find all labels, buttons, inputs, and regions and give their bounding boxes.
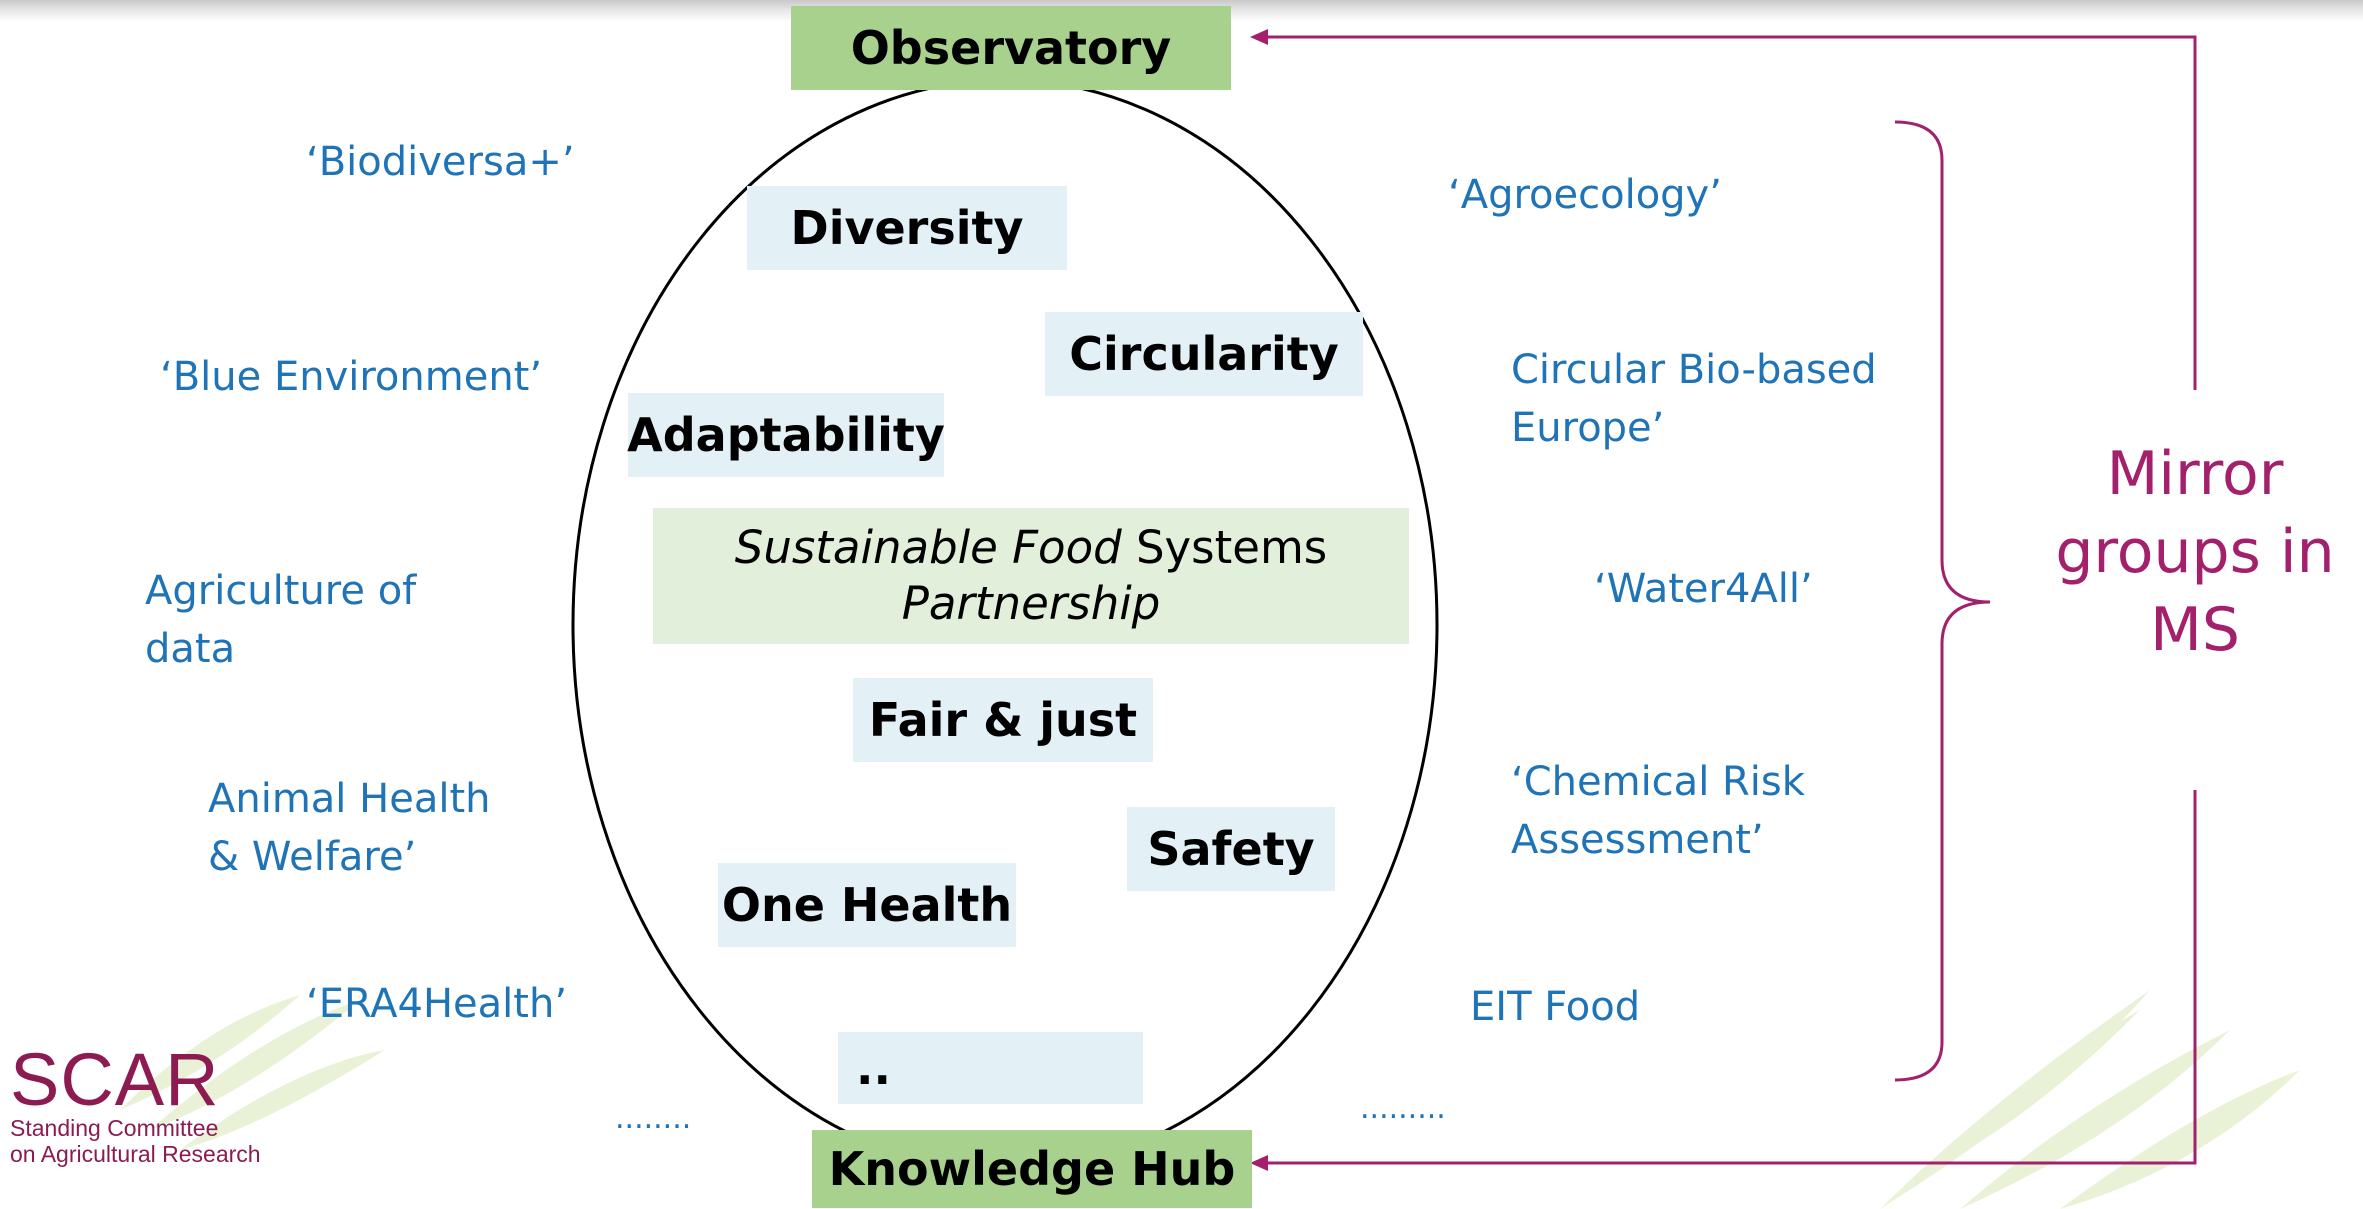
theme-more-placeholder: ..	[838, 1032, 1143, 1104]
sustainable-food-systems-partnership: Sustainable Food Systems Partnership	[653, 508, 1409, 644]
theme-circularity: Circularity	[1045, 312, 1363, 396]
partnership-animal-health-welfare: Animal Health & Welfare’	[208, 776, 491, 880]
arrowhead-knowledge-hub	[1250, 1155, 1268, 1171]
arrow-to-knowledge-hub	[1262, 790, 2197, 1165]
center-line-1: Sustainable Food Systems	[735, 520, 1327, 576]
mirror-groups-label: Mirror groups in MS	[2055, 439, 2335, 665]
center-line-1-italic: Sustainable Food	[734, 521, 1122, 574]
right-curly-brace	[1894, 120, 1991, 1082]
scar-logo-name: SCAR	[10, 1038, 220, 1121]
scar-logo-line-2: on Agricultural Research	[10, 1141, 261, 1167]
partnership-era4health: ‘ERA4Health’	[306, 981, 568, 1027]
right-more-dots: .........	[1360, 1091, 1446, 1126]
arrowhead-observatory	[1250, 29, 1268, 45]
leaf-decoration-left	[120, 995, 385, 1150]
partnership-chemical-risk-assessment: ‘Chemical Risk Assessment’	[1511, 759, 1805, 863]
theme-diversity: Diversity	[747, 186, 1067, 270]
knowledge-hub-node: Knowledge Hub	[812, 1130, 1252, 1208]
center-line-2: Partnership	[901, 577, 1161, 630]
center-line-1-rest: Systems	[1121, 521, 1328, 574]
observatory-node: Observatory	[791, 6, 1231, 90]
arrow-to-observatory	[1262, 35, 2197, 390]
partnership-blue-environment: ‘Blue Environment’	[160, 354, 543, 400]
theme-fair-and-just: Fair & just	[853, 678, 1153, 762]
partnership-water4all: ‘Water4All’	[1594, 566, 1813, 612]
partnership-circular-bio-based-europe: Circular Bio-based Europe’	[1511, 347, 1877, 451]
scar-logo: SCAR Standing Committee on Agricultural …	[10, 1038, 261, 1168]
partnership-eit-food: EIT Food	[1470, 984, 1641, 1030]
partnership-biodiversa: ‘Biodiversa+’	[306, 139, 575, 185]
theme-adaptability: Adaptability	[627, 393, 945, 477]
theme-one-health: One Health	[718, 863, 1016, 947]
theme-safety: Safety	[1127, 807, 1335, 891]
scar-logo-line-1: Standing Committee	[10, 1115, 219, 1141]
left-more-dots: ........	[615, 1101, 692, 1136]
partnership-agriculture-of-data: Agriculture of data	[145, 568, 417, 672]
partnership-agroecology: ‘Agroecology’	[1448, 172, 1722, 218]
feedback-arrows	[1262, 35, 2197, 1165]
